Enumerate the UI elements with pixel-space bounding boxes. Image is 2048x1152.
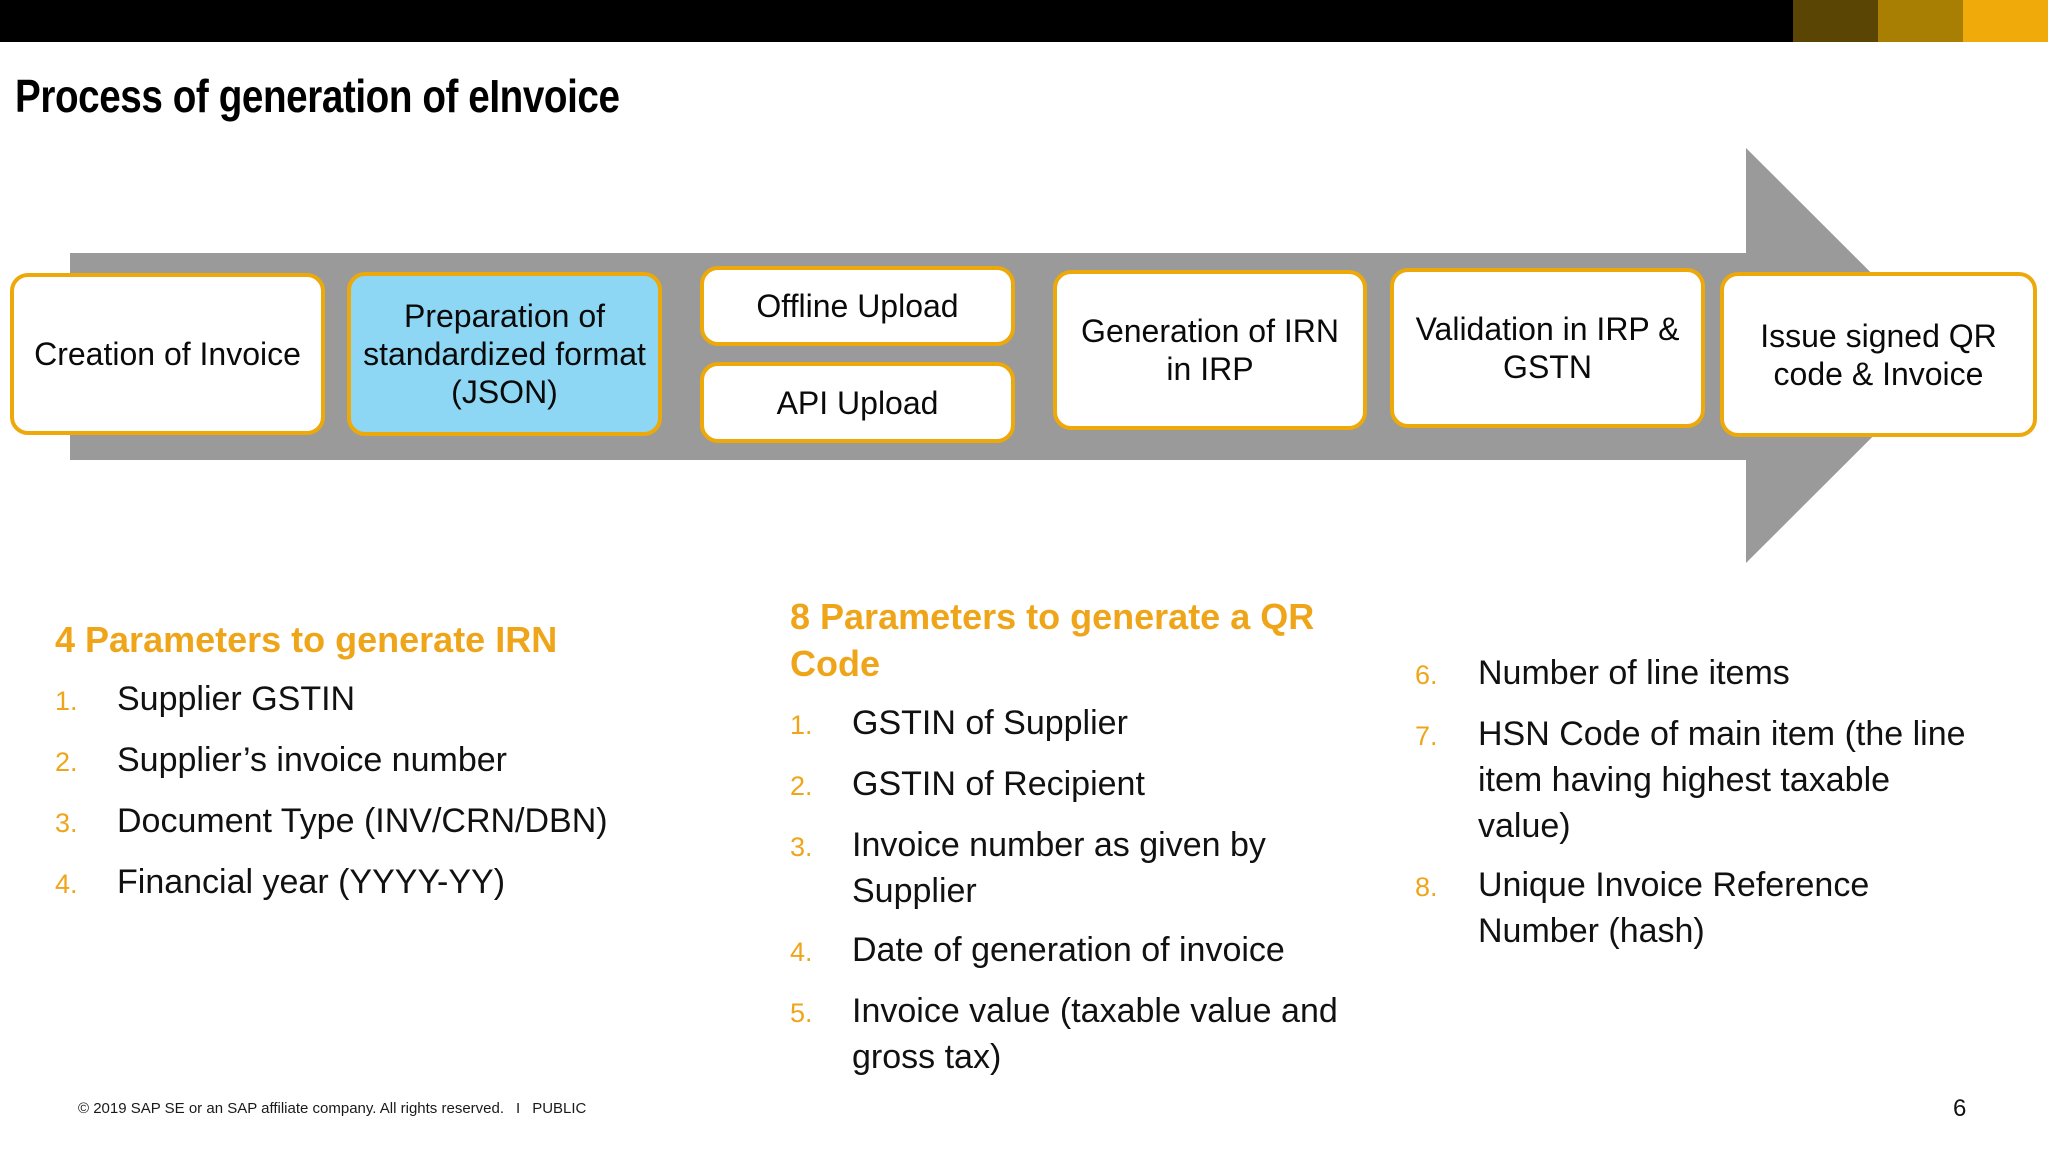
- list-item-text: Date of generation of invoice: [852, 931, 1285, 969]
- accent-block-bright-gold: [1963, 0, 2048, 42]
- list-item-text: Invoice value (taxable value and gross t…: [852, 992, 1338, 1076]
- step-api-upload: API Upload: [700, 362, 1015, 443]
- list-item: 5. Invoice value (taxable value and gross…: [790, 988, 1375, 1080]
- step-label: API Upload: [776, 384, 939, 421]
- step-creation-of-invoice: Creation of Invoice: [10, 273, 325, 435]
- slide-title: Process of generation of eInvoice: [15, 69, 620, 122]
- list-item-text: Supplier GSTIN: [117, 680, 356, 718]
- accent-block-medium-gold: [1878, 0, 1963, 42]
- list-item-text: Document Type (INV/CRN/DBN): [117, 802, 608, 840]
- list-item-text: HSN Code of main item (the line item hav…: [1478, 715, 1966, 845]
- qr-parameters-heading: 8 Parameters to generate a QR Code: [790, 596, 1315, 684]
- list-item: 2. Supplier’s invoice number: [55, 737, 675, 785]
- list-item-number: 1.: [790, 710, 813, 740]
- step-preparation-standardized-format: Preparation of standardized format (JSON…: [347, 272, 662, 436]
- list-item: 3. Invoice number as given by Supplier: [790, 822, 1375, 914]
- list-item-text: Invoice number as given by Supplier: [852, 826, 1266, 910]
- step-offline-upload: Offline Upload: [700, 266, 1015, 346]
- list-item-number: 7.: [1415, 721, 1438, 751]
- irn-parameters-heading: 4 Parameters to generate IRN: [55, 619, 558, 660]
- list-item: 4. Financial year (YYYY-YY): [55, 859, 675, 907]
- list-item-text: Unique Invoice Reference Number (hash): [1478, 866, 1870, 950]
- step-generation-of-irn: Generation of IRN in IRP: [1053, 270, 1367, 430]
- list-item-number: 5.: [790, 998, 813, 1028]
- list-item-number: 2.: [790, 771, 813, 801]
- step-label: Issue signed QR code & Invoice: [1760, 317, 1997, 392]
- accent-block-dark-gold: [1793, 0, 1878, 42]
- list-item-text: GSTIN of Supplier: [852, 704, 1128, 742]
- list-item: 8. Unique Invoice Reference Number (hash): [1415, 862, 2000, 954]
- list-item: 2. GSTIN of Recipient: [790, 761, 1375, 809]
- list-item-text: Financial year (YYYY-YY): [117, 863, 506, 901]
- list-item-number: 3.: [790, 832, 813, 862]
- list-item-number: 6.: [1415, 660, 1438, 690]
- copyright-text: © 2019 SAP SE or an SAP affiliate compan…: [78, 1100, 505, 1117]
- footer-separator: I: [516, 1100, 521, 1117]
- top-brand-bar: [0, 0, 2048, 42]
- list-item: 7. HSN Code of main item (the line item h…: [1415, 711, 2000, 849]
- qr-parameters-list-6-8: 6. Number of line items 7. HSN Code of main…: [1415, 650, 2000, 954]
- list-item: 4. Date of generation of invoice: [790, 927, 1375, 975]
- list-item-number: 2.: [55, 747, 78, 777]
- list-item: 1. GSTIN of Supplier: [790, 700, 1375, 748]
- list-item-text: Supplier’s invoice number: [117, 741, 507, 779]
- irn-parameters-section: 4 Parameters to generate IRN 1. Supplier …: [55, 616, 675, 920]
- list-item-number: 8.: [1415, 872, 1438, 902]
- step-label: Offline Upload: [756, 288, 959, 324]
- list-item-number: 4.: [55, 869, 78, 899]
- classification-label: PUBLIC: [532, 1100, 587, 1117]
- list-item-text: GSTIN of Recipient: [852, 765, 1145, 803]
- step-validation-irp-gstn: Validation in IRP & GSTN: [1390, 268, 1705, 428]
- list-item: 3. Document Type (INV/CRN/DBN): [55, 798, 675, 846]
- page-number: 6: [1953, 1095, 1967, 1122]
- list-item-number: 1.: [55, 686, 78, 716]
- step-label: Generation of IRN in IRP: [1081, 313, 1339, 387]
- step-label: Creation of Invoice: [34, 336, 301, 372]
- step-label: Preparation of standardized format (JSON…: [363, 298, 646, 410]
- step-issue-signed-qr-invoice: Issue signed QR code & Invoice: [1720, 272, 2037, 437]
- list-item-text: Number of line items: [1478, 654, 1790, 692]
- list-item: 6. Number of line items: [1415, 650, 2000, 698]
- qr-parameters-list-1-5: 1. GSTIN of Supplier 2. GSTIN of Recipient 3…: [790, 700, 1375, 1080]
- list-item-number: 4.: [790, 937, 813, 967]
- list-item-number: 3.: [55, 808, 78, 838]
- step-label: Validation in IRP & GSTN: [1415, 311, 1680, 385]
- irn-parameters-list: 1. Supplier GSTIN 2. Supplier’s invoice num…: [55, 676, 675, 907]
- qr-parameters-section-left: 8 Parameters to generate a QR Code 1. GST…: [790, 593, 1375, 1093]
- footer: © 2019 SAP SE or an SAP affiliate compan…: [78, 1100, 586, 1117]
- qr-parameters-section-right: 6. Number of line items 7. HSN Code of main…: [1415, 650, 2000, 967]
- list-item: 1. Supplier GSTIN: [55, 676, 675, 724]
